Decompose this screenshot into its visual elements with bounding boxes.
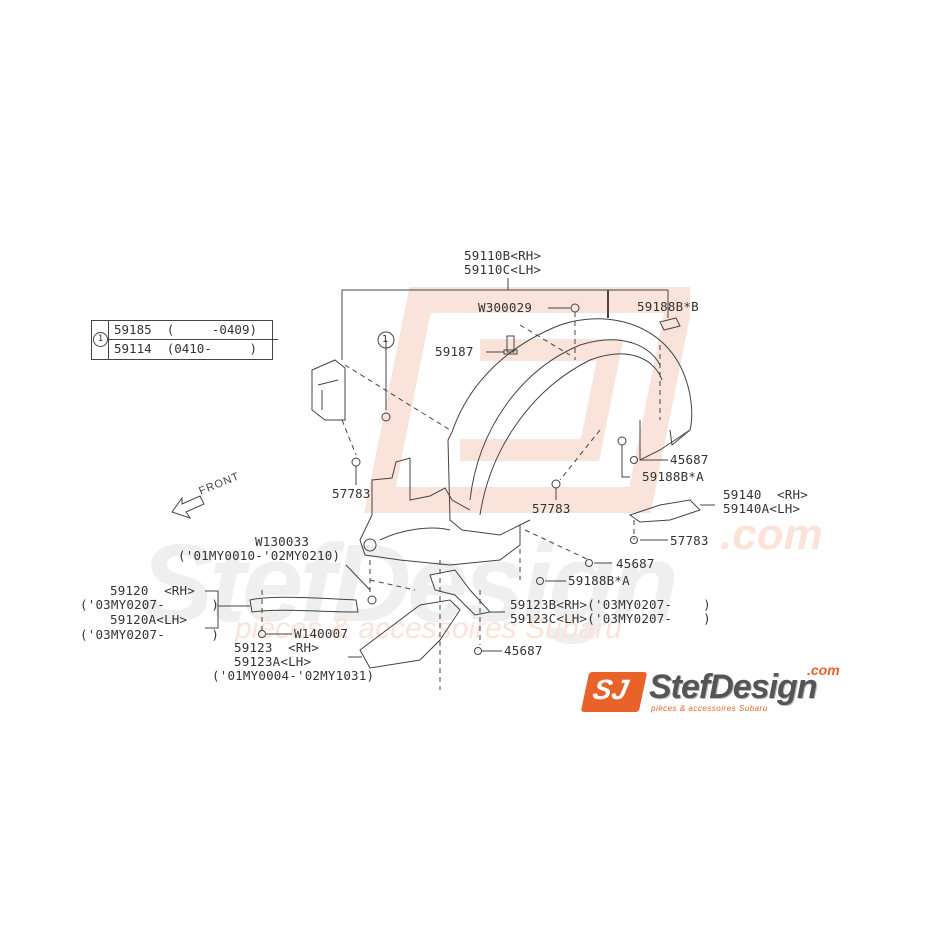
legend-range: ( -0409)	[166, 322, 258, 337]
label-59123c: 59123C<LH>('03MY0207- )	[510, 611, 711, 626]
watermark-text: StefDesign	[140, 522, 679, 645]
legend-part: 59185	[114, 322, 152, 337]
label-w130033-range: ('01MY0010-'02MY0210)	[178, 548, 341, 563]
label-59123b: 59123B<RH>('03MY0207- )	[510, 597, 711, 612]
watermark-dotcom: .com	[720, 510, 823, 559]
logo-badge-icon: SJ	[580, 672, 648, 712]
brand-logo: SJ StefDesign .com pièces & accessoires …	[580, 662, 845, 718]
label-w300029: W300029	[478, 300, 533, 315]
label-59120: 59120 <RH>	[110, 583, 195, 598]
watermark-logo-large	[360, 280, 690, 520]
label-45687-lower: 45687	[504, 643, 543, 658]
legend-marker-cell: 1	[92, 321, 109, 359]
label-59120-range: ('03MY0207- )	[80, 597, 220, 612]
watermark-sj-badge-icon	[364, 287, 690, 513]
label-45687-upper: 45687	[670, 452, 709, 467]
label-57783-right: 57783	[670, 533, 709, 548]
label-59188b-a-upper: 59188B*A	[642, 469, 704, 484]
label-45687-mid: 45687	[616, 556, 655, 571]
label-59110c: 59110C<LH>	[464, 262, 542, 277]
label-w130033: W130033	[255, 534, 310, 549]
label-59120a-range: ('03MY0207- )	[80, 627, 220, 642]
logo-dotcom: .com	[807, 662, 840, 678]
logo-badge-text: SJ	[590, 674, 632, 705]
logo-name: StefDesign	[649, 668, 818, 706]
label-59123-range: ('01MY0004-'02MY1031)	[212, 668, 375, 683]
legend-marker: 1	[93, 332, 108, 347]
legend-row: 59185 ( -0409)	[108, 321, 278, 340]
logo-tagline: pièces & accessoires Subaru	[651, 704, 768, 713]
front-arrow-icon	[171, 495, 205, 519]
label-59188b-b: 59188B*B	[637, 299, 699, 314]
label-59110b: 59110B<RH>	[464, 248, 542, 263]
label-57783-left: 57783	[332, 486, 371, 501]
label-57783-mid: 57783	[532, 501, 571, 516]
legend-part: 59114	[114, 341, 152, 356]
label-59188b-a-lower: 59188B*A	[568, 573, 630, 588]
legend-row: 59114 (0410- )	[108, 340, 278, 358]
label-59140: 59140 <RH>	[723, 487, 808, 502]
legend-table: 1 59185 ( -0409) 59114 (0410- )	[91, 320, 278, 360]
label-59123a: 59123A<LH>	[234, 654, 312, 669]
watermark-tagline: pièces & accessoires Subaru	[235, 612, 622, 645]
label-59187: 59187	[435, 344, 474, 359]
label-59140a: 59140A<LH>	[723, 501, 801, 516]
label-59123: 59123 <RH>	[234, 640, 319, 655]
callout-marker-1: 1	[382, 334, 389, 345]
label-w140007: W140007	[294, 626, 349, 641]
label-59120a: 59120A<LH>	[110, 612, 188, 627]
legend-range: (0410- )	[166, 341, 258, 356]
